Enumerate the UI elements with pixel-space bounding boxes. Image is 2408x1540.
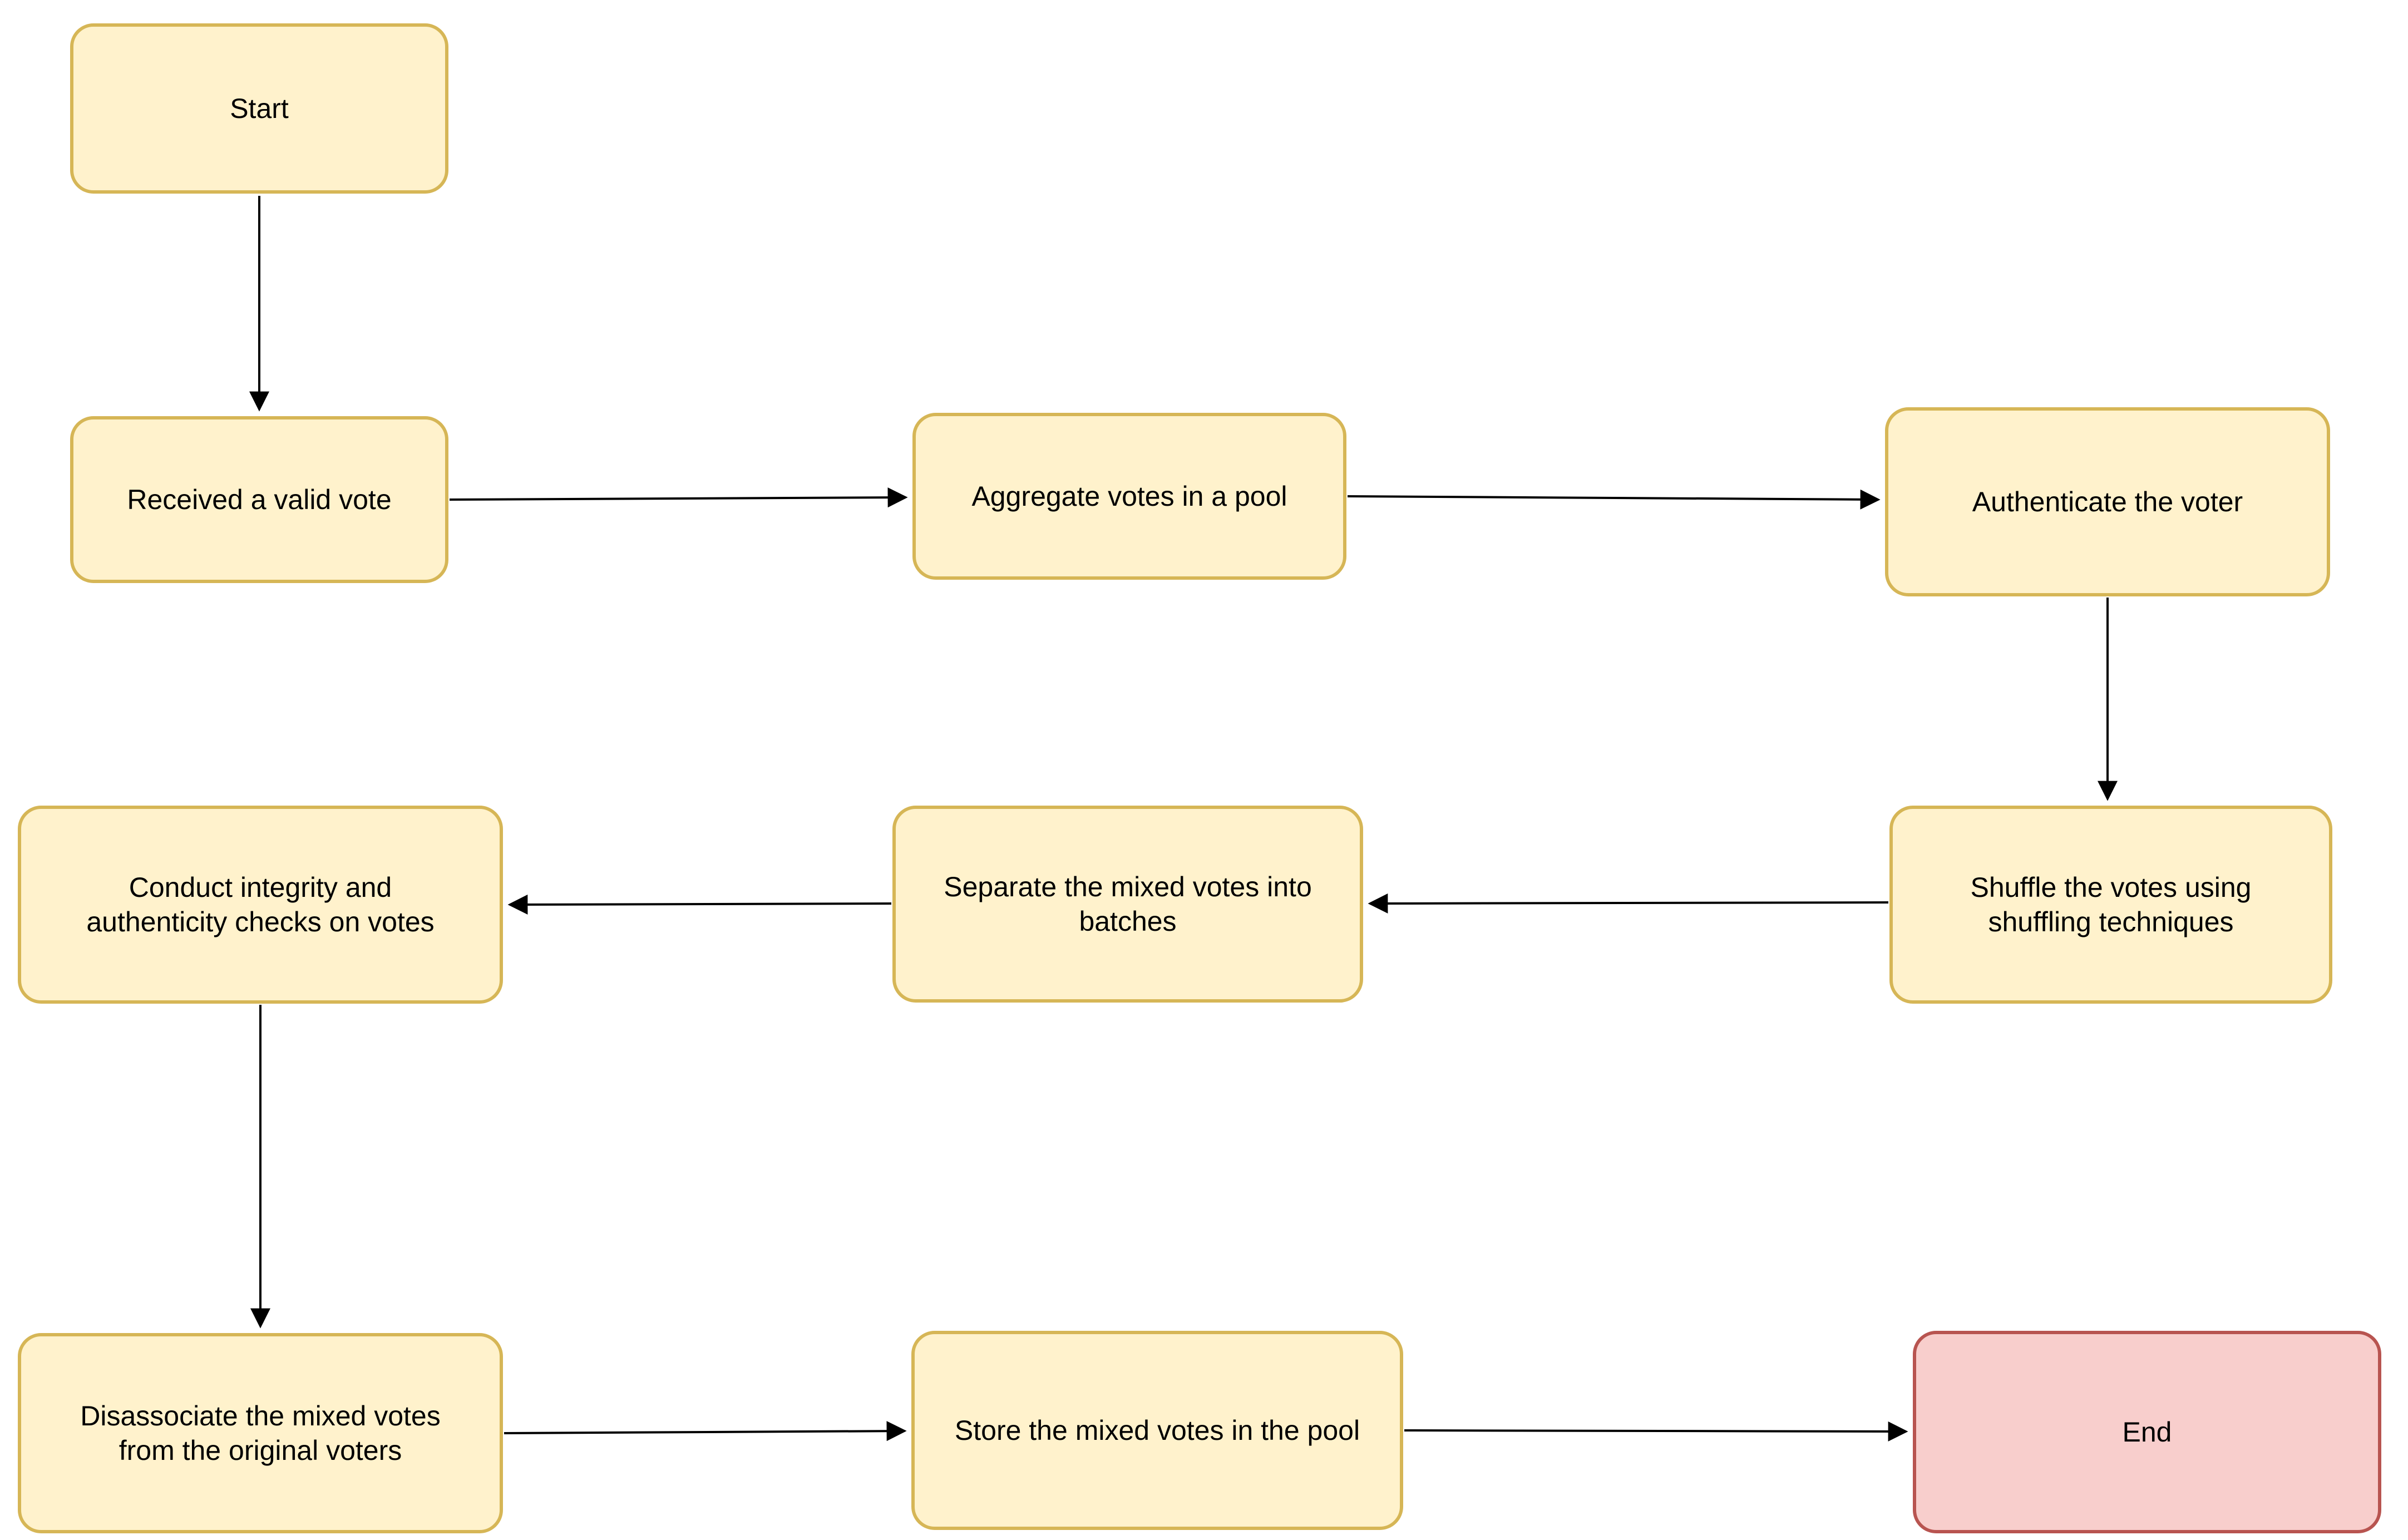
edge-received-to-aggregate [449,487,908,508]
edge-aggregate-to-authenticate [1347,489,1881,510]
node-separate-votes-batches-label: Separate the mixed votes into batches [944,871,1312,937]
edge-shuffle-to-separate [1368,893,1889,914]
node-conduct-integrity-checks-label: Conduct integrity and authenticity check… [86,871,435,938]
edge-separate-to-conduct [507,894,892,915]
node-conduct-integrity-checks[interactable]: Conduct integrity and authenticity check… [18,806,503,1004]
node-end[interactable]: End [1913,1331,2381,1533]
node-disassociate-votes[interactable]: Disassociate the mixed votes from the or… [18,1333,503,1533]
node-start[interactable]: Start [70,23,448,194]
node-start-label: Start [230,92,289,124]
node-authenticate-voter[interactable]: Authenticate the voter [1885,407,2330,596]
node-aggregate-votes-pool-label: Aggregate votes in a pool [971,480,1287,512]
node-shuffle-votes-label: Shuffle the votes using shuffling techni… [1970,871,2252,938]
node-end-label: End [2122,1416,2172,1448]
node-authenticate-voter-label: Authenticate the voter [1972,486,2243,517]
edge-disassociate-to-store [504,1421,907,1442]
node-store-votes-pool-label: Store the mixed votes in the pool [954,1414,1360,1446]
node-separate-votes-batches[interactable]: Separate the mixed votes into batches [892,806,1363,1003]
edge-store-to-end [1404,1421,1908,1442]
node-store-votes-pool[interactable]: Store the mixed votes in the pool [911,1331,1403,1530]
node-disassociate-votes-label: Disassociate the mixed votes from the or… [80,1400,441,1467]
node-aggregate-votes-pool[interactable]: Aggregate votes in a pool [912,413,1346,580]
node-shuffle-votes[interactable]: Shuffle the votes using shuffling techni… [1889,806,2332,1004]
node-received-valid-vote[interactable]: Received a valid vote [70,416,448,583]
node-received-valid-vote-label: Received a valid vote [127,483,392,515]
